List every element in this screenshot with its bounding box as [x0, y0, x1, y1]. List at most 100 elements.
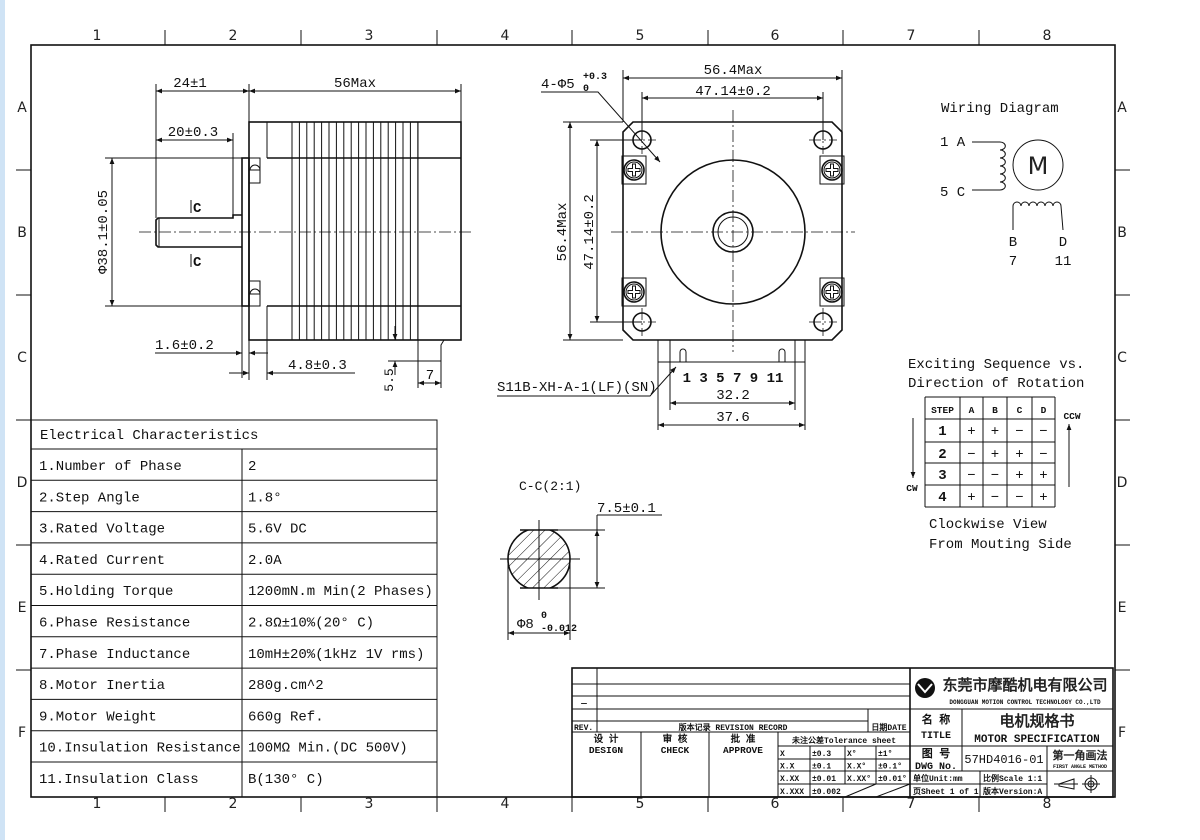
electrical-title: Electrical Characteristics [40, 428, 258, 444]
holes-label: 4-Φ5 [541, 77, 575, 93]
title-block: — REV. 版本记录 REVISION RECORD 日期DATE 设 计 D… [571, 667, 1114, 798]
projection-cn: 第一角画法 [1053, 748, 1108, 762]
rev-label: REV. [574, 724, 593, 733]
sequence-cell: + [1039, 468, 1047, 484]
approve-label: APPROVE [723, 745, 763, 756]
sequence-header: B [992, 405, 998, 416]
electrical-label: 7.Phase Inductance [39, 647, 190, 663]
electrical-value: 1200mN.m Min(2 Phases) [248, 584, 433, 600]
electrical-label: 10.Insulation Resistance [39, 741, 241, 757]
grid-row-label: D [1117, 475, 1128, 491]
sequence-cell: − [991, 468, 999, 484]
dim-connector-width: 37.6 [716, 410, 750, 426]
company-logo [915, 678, 935, 698]
grid-row-label: D [17, 475, 28, 491]
dim-flat-length: 20±0.3 [168, 125, 218, 141]
grid-column-label: 2 [229, 28, 238, 44]
section-mark-c: C [193, 201, 202, 217]
electrical-label: 4.Rated Current [39, 553, 165, 569]
dim-pilot-diameter: Φ38.1±0.05 [96, 190, 112, 274]
dim-flange-height: 56.4Max [555, 203, 571, 262]
grid-row-label: C [1117, 350, 1127, 366]
dim-shaft-length: 24±1 [173, 76, 207, 92]
section-title: C-C(2:1) [519, 479, 581, 494]
sequence-cell: + [991, 424, 999, 440]
grid-column-label: 8 [1043, 796, 1052, 812]
sequence-step: 4 [938, 490, 946, 506]
tolerance-cell: X.XX [780, 775, 799, 784]
sequence-cell: + [967, 424, 975, 440]
approve-cn-label: 批 准 [731, 733, 756, 745]
grid-row-label: F [18, 725, 26, 741]
lead-b-label: B [1009, 235, 1017, 251]
motor-symbol [1012, 139, 1064, 191]
pin-b-label: 7 [1009, 254, 1017, 270]
motor-label: M [1028, 152, 1049, 180]
sequence-header: D [1041, 405, 1047, 416]
revision-record-label: 版本记录 REVISION RECORD [678, 722, 788, 733]
tolerance-cell: X.X [780, 763, 795, 772]
grid-column-label: 3 [365, 796, 374, 812]
grid-column-label: 7 [907, 28, 916, 44]
dim-body-length: 56Max [334, 76, 376, 92]
grid-column-label: 2 [229, 796, 238, 812]
sequence-title-line1: Exciting Sequence vs. [908, 357, 1084, 373]
grid-column-label: 8 [1043, 28, 1052, 44]
sequence-cell: − [991, 490, 999, 506]
grid-row-label: E [18, 600, 27, 616]
holes-tolerance-lower: 0 [583, 84, 589, 95]
electrical-label: 8.Motor Inertia [39, 678, 165, 694]
electrical-value: 5.6V DC [248, 522, 307, 538]
company-name-cn: 东莞市摩酷机电有限公司 [942, 676, 1107, 694]
tolerance-cell: ±0.002 [812, 788, 841, 797]
tolerance-title: 未注公差Tolerance sheet [791, 735, 896, 746]
phillips-screw [621, 277, 647, 307]
dim-shaft-diameter: Φ8 [517, 617, 534, 633]
electrical-value: 280g.cm^2 [248, 678, 324, 694]
electrical-label: 11.Insulation Class [39, 772, 199, 788]
date-label: 日期DATE [871, 722, 906, 733]
title-label: TITLE [921, 731, 951, 742]
tolerance-cell: ±0.3 [812, 750, 831, 759]
title-en: MOTOR SPECIFICATION [974, 734, 1099, 746]
tolerance-cell: ±0.1° [878, 763, 902, 772]
electrical-value: 10mH±20%(1kHz 1V rms) [248, 647, 424, 663]
sequence-cell: + [1015, 468, 1023, 484]
sequence-cell: + [967, 490, 975, 506]
dim-connector-height: 5.5 [382, 368, 397, 391]
grid-row-label: A [1117, 100, 1127, 116]
electrical-label: 6.Phase Resistance [39, 616, 190, 632]
ccw-label: CCW [1063, 411, 1080, 422]
scale-label: 比例Scale 1:1 [983, 773, 1042, 784]
holes-tolerance-upper: +0.3 [583, 72, 607, 83]
sequence-title-line2: Direction of Rotation [908, 376, 1084, 392]
lead-d-label: D [1059, 235, 1067, 251]
sequence-header: C [1017, 405, 1023, 416]
sequence-cell: − [1039, 447, 1047, 463]
exciting-sequence: Exciting Sequence vs. Direction of Rotat… [906, 357, 1084, 553]
sequence-cell: + [1015, 447, 1023, 463]
lead-a-label: 1 A [940, 135, 966, 151]
phillips-screw [819, 277, 845, 307]
grid-row-label: B [1117, 225, 1127, 241]
title-cn-label: 名 称 [922, 712, 951, 727]
sequence-cell: + [1039, 490, 1047, 506]
view-note-line2: From Mouting Side [929, 537, 1072, 553]
tolerance-cell: ±0.01 [812, 775, 836, 784]
dim-flange-width: 56.4Max [704, 63, 763, 79]
tolerance-cell: X° [847, 750, 857, 759]
grid-row-label: B [17, 225, 27, 241]
dim-pin-span: 32.2 [716, 388, 750, 404]
sequence-step: 2 [938, 447, 946, 463]
company-name-en: DONGGUAN MOTION CONTROL TECHNOLOGY CO.,L… [949, 699, 1101, 706]
electrical-label: 9.Motor Weight [39, 709, 157, 725]
